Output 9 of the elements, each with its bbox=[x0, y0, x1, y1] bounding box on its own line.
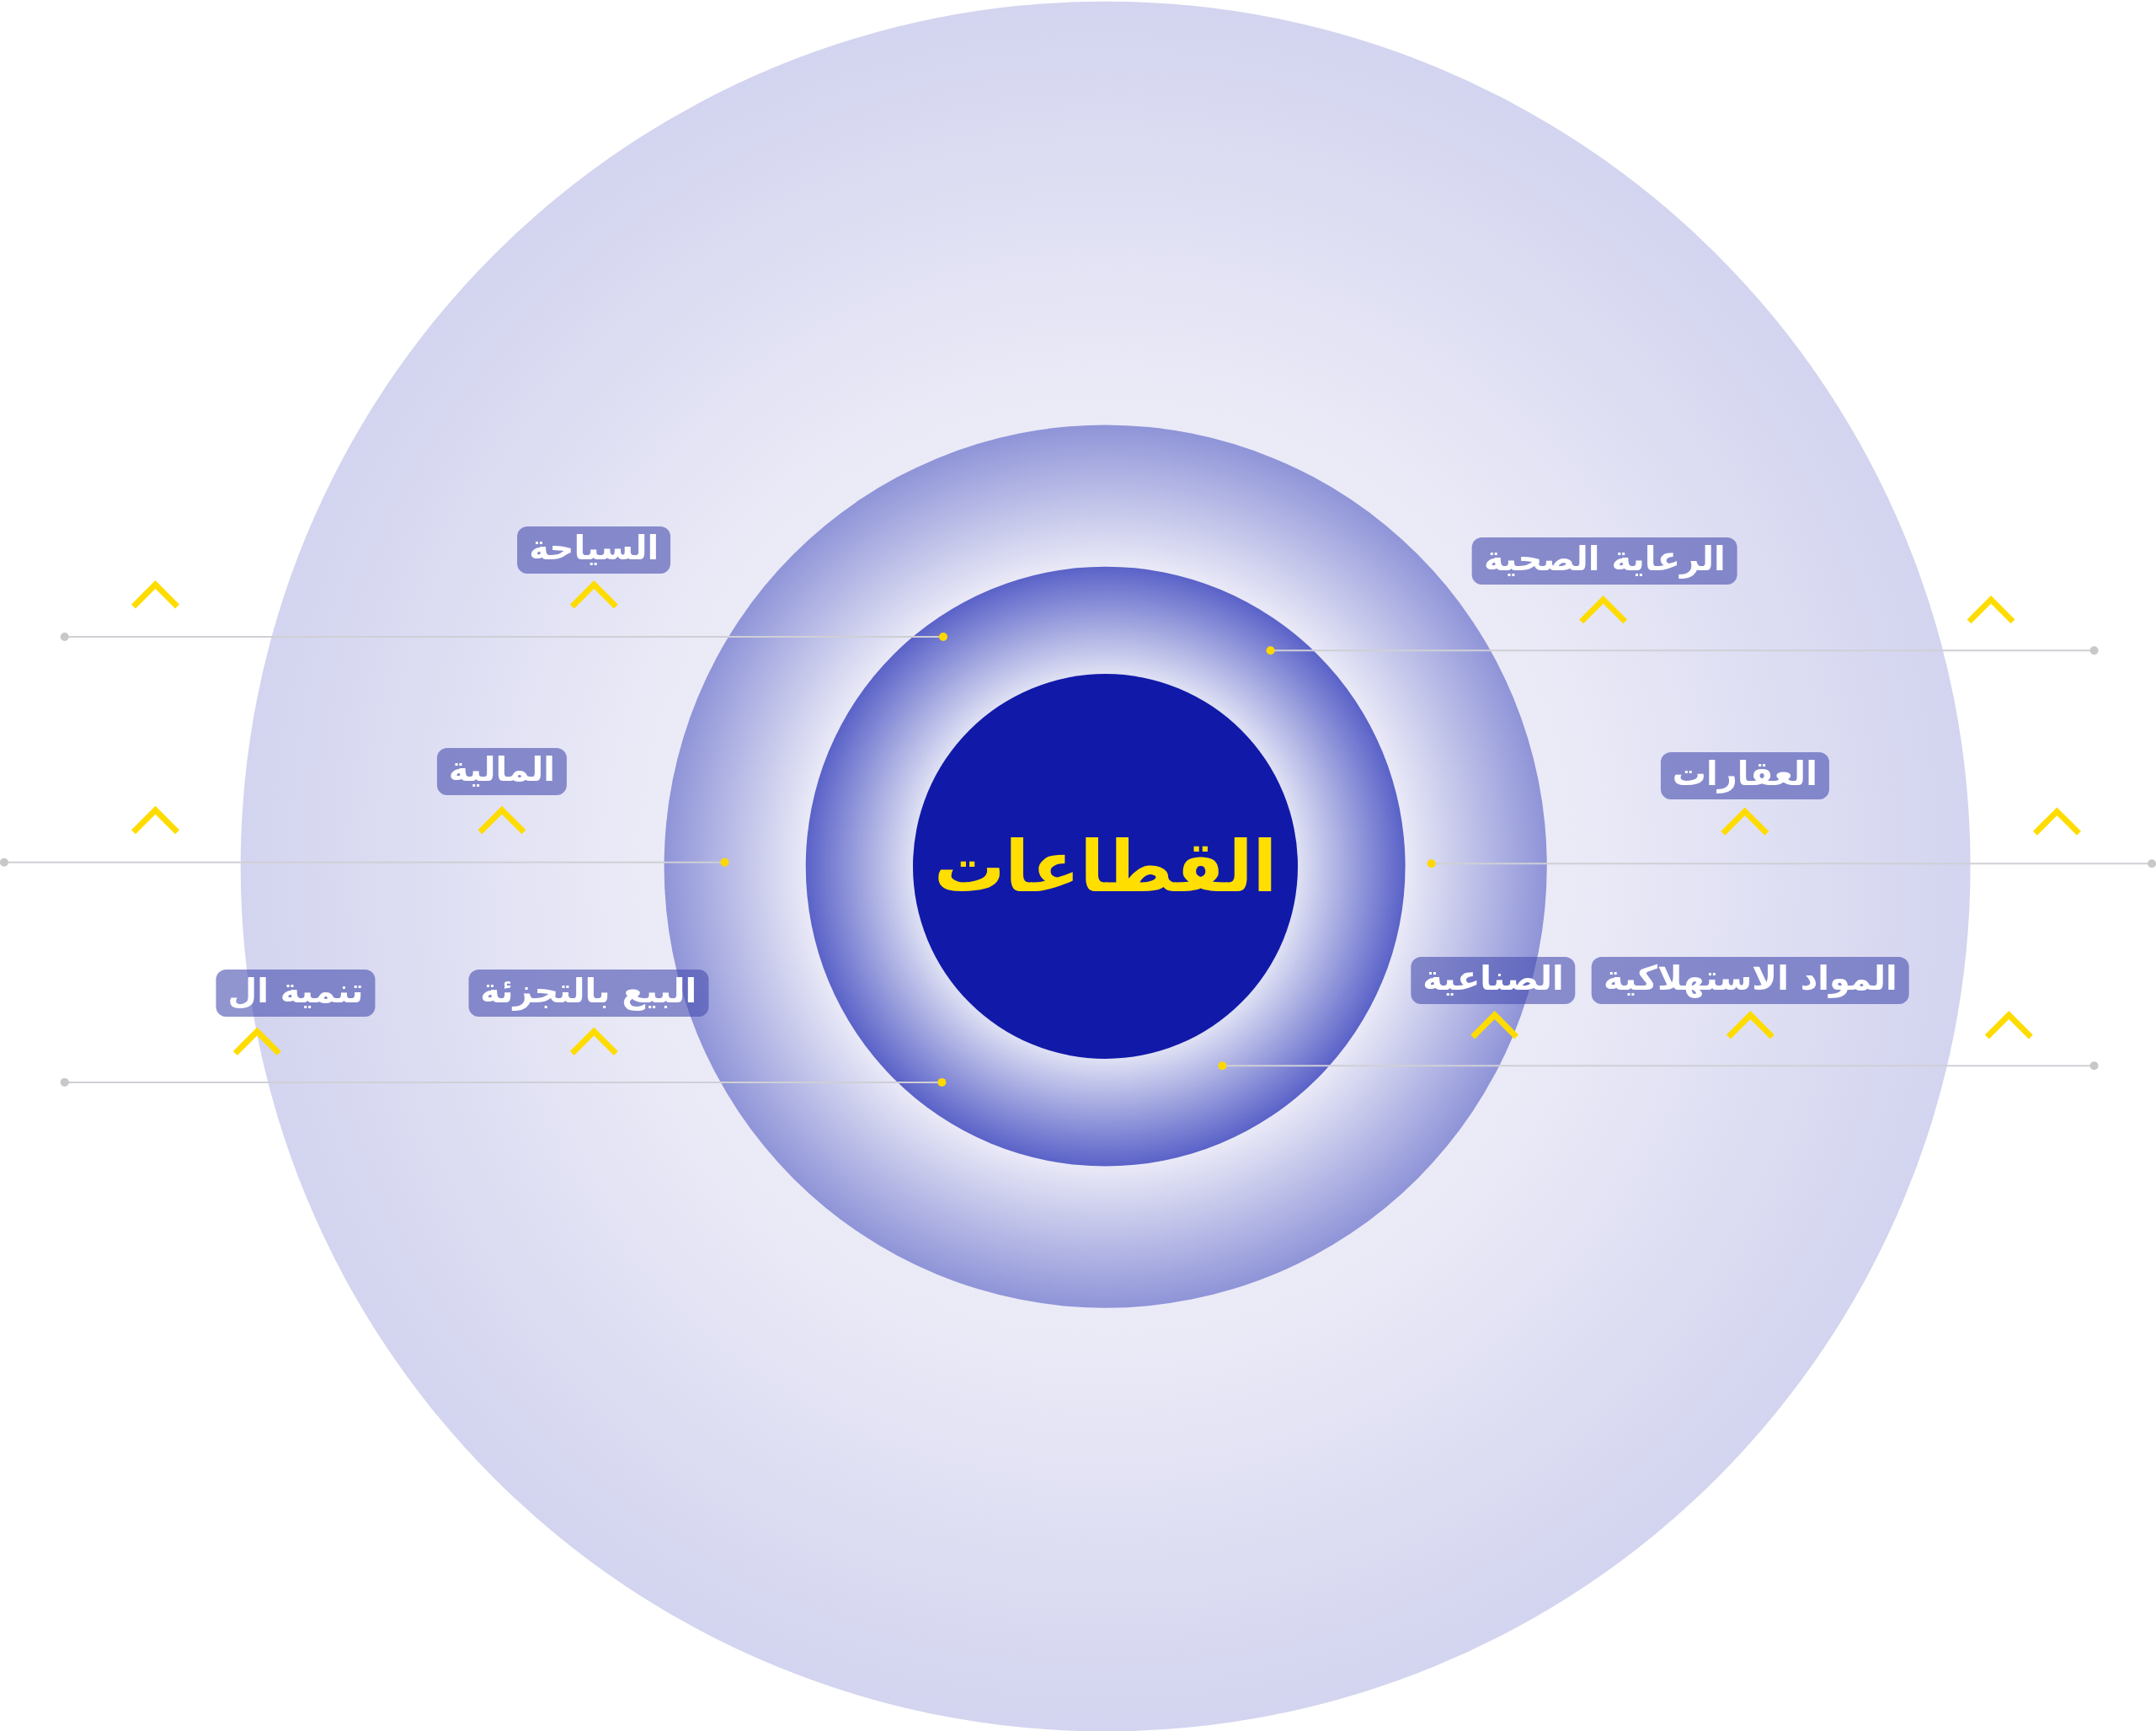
sector-label: البيع بالتجزئة bbox=[468, 969, 709, 1017]
center-title: القطاعات bbox=[933, 825, 1278, 908]
sector-label: العقارات bbox=[1660, 751, 1829, 799]
sector-label: السياحة bbox=[517, 526, 671, 574]
sector-label: المالية bbox=[436, 747, 567, 795]
sector-label: المواد الاستهلاكية bbox=[1592, 957, 1909, 1005]
sector-label: الصناعية bbox=[1411, 957, 1576, 1005]
sector-label: تنمية ال bbox=[216, 969, 376, 1017]
sector-label: الرعاية الصحية bbox=[1471, 537, 1737, 585]
